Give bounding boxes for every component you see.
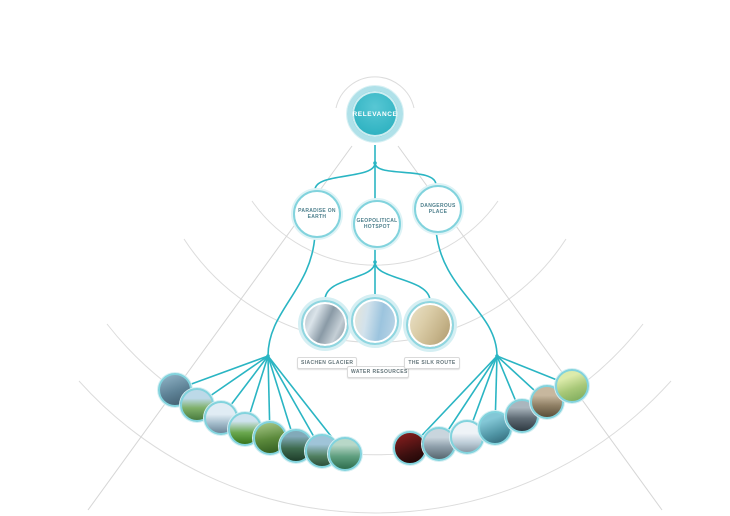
connector (324, 261, 376, 301)
leaf-crowd-photo[interactable] (530, 385, 564, 419)
topic-node-siachen-glacier[interactable] (301, 300, 349, 348)
connector-joint (373, 260, 377, 264)
branch-label-line: EARTH (307, 214, 327, 220)
branch-label-line: HOTSPOT (363, 224, 391, 230)
branch-node-geopolitical-hotspot[interactable]: GEOPOLITICAL HOTSPOT (353, 200, 401, 248)
topic-node-the-silk-route[interactable] (406, 301, 454, 349)
connector-joint (495, 354, 499, 358)
branch-node-dangerous-place[interactable]: DANGEROUS PLACE (414, 185, 462, 233)
guide-arc (335, 76, 415, 109)
leaf-green-lake-photo[interactable] (328, 437, 362, 471)
branch-label-line: DANGEROUS (420, 202, 456, 209)
leaf-alpine-valley-photo[interactable] (180, 388, 214, 422)
topic-label-the-silk-route[interactable]: THE SILK ROUTE (404, 357, 460, 369)
topic-node-water-resources[interactable] (351, 297, 399, 345)
root-node-label: RELEVANCE (352, 110, 398, 118)
topic-label-water-resources[interactable]: WATER RESOURCES (347, 366, 409, 378)
leaf-route-map-photo[interactable] (555, 369, 589, 403)
branch-node-paradise-on-earth[interactable]: PARADISE ON EARTH (293, 190, 341, 238)
connector (374, 261, 431, 302)
connector (435, 228, 498, 357)
connector (409, 355, 498, 449)
connector (374, 162, 437, 186)
connector (314, 162, 376, 191)
connector (267, 233, 316, 357)
root-node-relevance[interactable]: RELEVANCE (347, 86, 403, 142)
branch-label-line: PARADISE ON (298, 207, 336, 214)
branch-label-line: GEOPOLITICAL (356, 217, 398, 224)
connector-joint (373, 161, 377, 165)
branch-label-line: PLACE (428, 209, 448, 215)
topic-label-siachen-glacier[interactable]: SIACHEN GLACIER (297, 357, 357, 369)
connector-joint (266, 354, 270, 358)
guide-arc (78, 380, 672, 514)
